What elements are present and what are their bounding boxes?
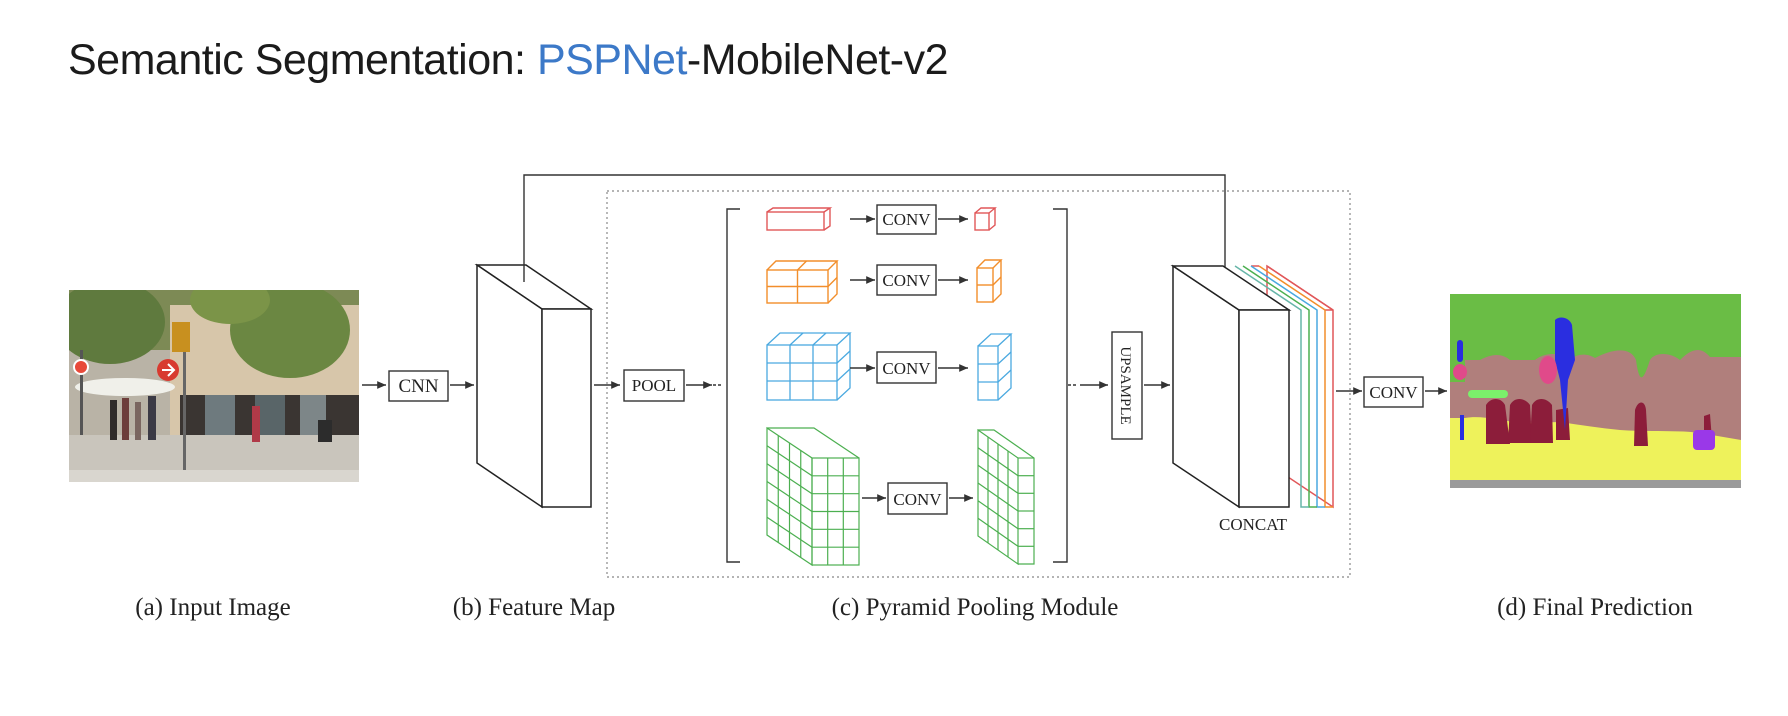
conv-label-3: CONV bbox=[882, 359, 931, 378]
concat-block: CONCAT bbox=[1170, 264, 1334, 534]
title-highlight: PSPNet bbox=[536, 36, 687, 84]
conv-label-2: CONV bbox=[882, 271, 931, 290]
ppm-dotted-border bbox=[606, 190, 1351, 578]
caption-input-image: (a) Input Image bbox=[135, 594, 290, 621]
caption-feature-map: (b) Feature Map bbox=[453, 594, 615, 621]
conv-label-4: CONV bbox=[893, 490, 942, 509]
caption-final-prediction: (d) Final Prediction bbox=[1497, 594, 1693, 621]
final-conv-label: CONV bbox=[1369, 383, 1418, 402]
title-prefix: Semantic Segmentation: bbox=[68, 36, 537, 84]
input-image bbox=[69, 290, 359, 482]
pool-level-2: CONV bbox=[766, 259, 1003, 304]
title-suffix: -MobileNet-v2 bbox=[686, 36, 949, 84]
pool-level-3: CONV bbox=[766, 332, 1013, 401]
concat-label: CONCAT bbox=[1219, 515, 1288, 534]
left-bracket bbox=[726, 208, 740, 563]
upsample-label: UPSAMPLE bbox=[1117, 346, 1133, 424]
pool-level-1: CONV bbox=[766, 204, 997, 235]
cnn-label: CNN bbox=[398, 376, 438, 397]
pool-box: POOL bbox=[623, 369, 685, 402]
skip-connection-line bbox=[523, 174, 1229, 282]
feature-map bbox=[474, 263, 594, 509]
page-title: Semantic Segmentation: PSPNet-MobileNet-… bbox=[68, 36, 949, 85]
pool-label: POOL bbox=[632, 376, 676, 395]
final-conv-box: CONV bbox=[1363, 376, 1424, 408]
right-bracket bbox=[1053, 208, 1068, 563]
pool-level-4: CONV bbox=[766, 426, 1035, 567]
caption-pyramid-pooling: (c) Pyramid Pooling Module bbox=[832, 594, 1119, 621]
prediction-mask bbox=[1450, 294, 1741, 488]
conv-label-1: CONV bbox=[882, 210, 931, 229]
upsample-box: UPSAMPLE bbox=[1111, 331, 1143, 440]
cnn-box: CNN bbox=[388, 370, 449, 402]
